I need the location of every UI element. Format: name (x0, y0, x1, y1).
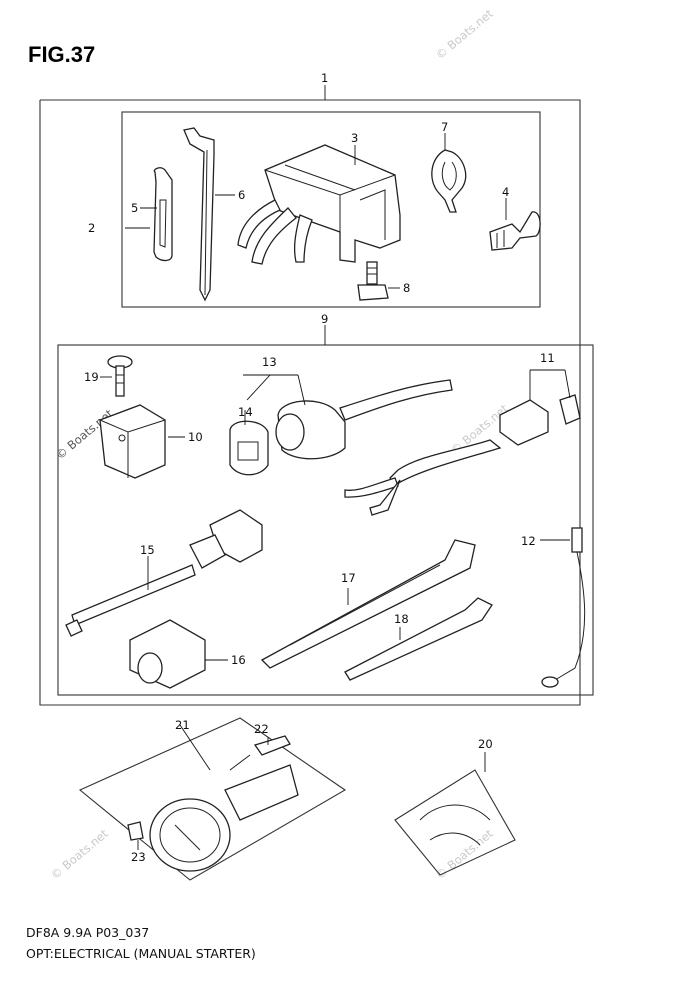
callout-label: 15 (140, 543, 155, 557)
fuse-harness-part (344, 369, 581, 516)
callout-label: 4 (502, 185, 509, 199)
connector-part (229, 374, 453, 476)
meter-kit-part (78, 717, 347, 881)
callout-label: 3 (351, 131, 358, 145)
clamp-strap-part (125, 167, 173, 262)
sub-frame-harness (57, 344, 594, 696)
callout-label: 9 (321, 312, 328, 326)
hose-clip-part (431, 133, 467, 213)
callout-label: 5 (131, 201, 138, 215)
callout-label: 20 (478, 737, 493, 751)
terminal-bolt-part (489, 198, 541, 251)
bolt-part (357, 261, 400, 301)
ground-wire-part (540, 527, 586, 688)
callout-label: 14 (238, 405, 253, 419)
callout-label: 1 (321, 71, 328, 85)
assembly-frame-1 (39, 99, 581, 706)
callout-label: 6 (238, 188, 245, 202)
grommet-part (129, 619, 228, 689)
callout-label: 2 (88, 221, 95, 235)
callout-label: 16 (231, 653, 246, 667)
parts-bag-part (394, 752, 516, 876)
cable-clamp-part (99, 404, 185, 479)
callout-label: 8 (403, 281, 410, 295)
callout-label: 18 (394, 612, 409, 626)
screw-part (100, 355, 133, 397)
callout-label: 23 (131, 850, 146, 864)
rectifier-part (237, 144, 401, 265)
callout-label: 22 (254, 722, 269, 736)
callout-label: 7 (441, 120, 448, 134)
callout-label: 17 (341, 571, 356, 585)
callout-labels: 1 2 3 4 5 6 7 8 9 10 11 12 13 14 15 16 1… (84, 71, 555, 864)
footer-description: OPT:ELECTRICAL (MANUAL STARTER) (26, 946, 256, 961)
tie-pin-part (183, 127, 235, 302)
figure-title: FIG.37 (28, 42, 96, 67)
callout-label: 12 (521, 534, 536, 548)
wire-connector-part (65, 509, 263, 637)
footer-model-code: DF8A 9.9A P03_037 (26, 925, 150, 940)
callout-label: 11 (540, 351, 555, 365)
callout-label: 13 (262, 355, 277, 369)
watermark-text: © Boats.net (48, 826, 111, 882)
watermark-text: © Boats.net (433, 6, 496, 62)
cable-tie-short-part (344, 597, 493, 681)
cable-tie-long-part (260, 539, 476, 669)
callout-label: 21 (175, 718, 190, 732)
callout-label: 19 (84, 370, 99, 384)
sub-frame-top (121, 111, 541, 308)
callout-label: 10 (188, 430, 203, 444)
